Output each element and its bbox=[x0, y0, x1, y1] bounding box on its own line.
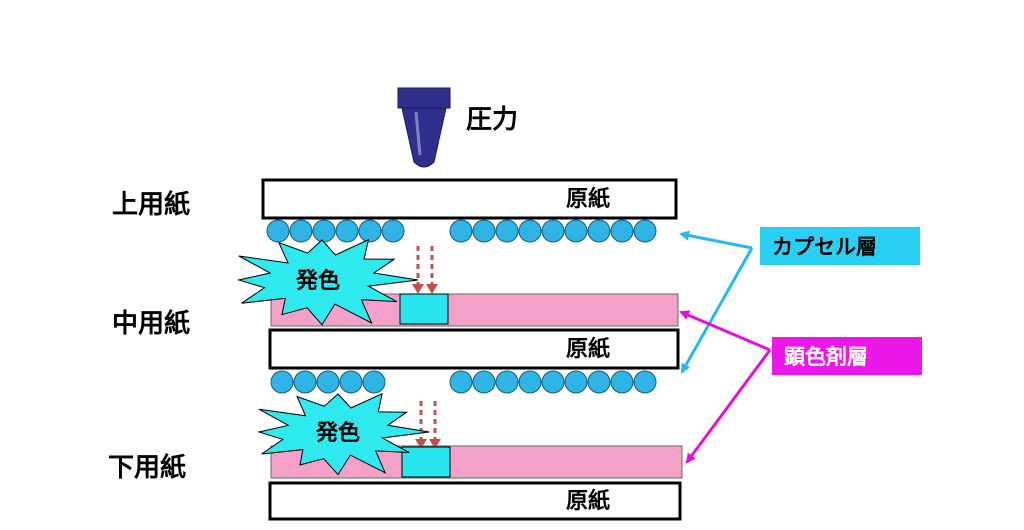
pen-icon bbox=[397, 87, 451, 168]
capsule bbox=[381, 219, 405, 243]
capsule bbox=[449, 370, 473, 394]
capsule bbox=[316, 370, 340, 394]
top-base-paper: 原紙 bbox=[261, 178, 678, 220]
capsule-pointer-arrows bbox=[679, 230, 754, 374]
developer-layer-legend: 顕色剤層 bbox=[772, 337, 922, 375]
capsule bbox=[472, 219, 496, 243]
svg-text:原紙: 原紙 bbox=[566, 488, 610, 514]
capsule-layer-middle bbox=[270, 370, 657, 394]
color-spot-middle bbox=[399, 293, 449, 325]
capsule bbox=[362, 370, 386, 394]
capsule bbox=[339, 370, 363, 394]
capsule bbox=[587, 219, 611, 243]
middle-sheet-label: 中用紙 bbox=[112, 308, 190, 339]
svg-text:原紙: 原紙 bbox=[566, 186, 610, 212]
top-sheet-label: 上用紙 bbox=[112, 189, 190, 220]
developer-layer-middle bbox=[270, 293, 679, 327]
svg-text:原紙: 原紙 bbox=[566, 336, 610, 362]
capsule-layer-top bbox=[266, 219, 657, 243]
svg-text:発色: 発色 bbox=[315, 420, 360, 446]
capsule bbox=[564, 219, 588, 243]
svg-text:カプセル層: カプセル層 bbox=[772, 235, 877, 259]
capsule bbox=[587, 370, 611, 394]
capsule bbox=[495, 219, 519, 243]
bottom-sheet-label: 下用紙 bbox=[108, 452, 186, 483]
capsule bbox=[633, 219, 657, 243]
capsule bbox=[610, 219, 634, 243]
developer-pointer-arrows bbox=[679, 310, 772, 464]
capsule bbox=[472, 370, 496, 394]
capsule bbox=[610, 370, 634, 394]
capsule bbox=[358, 219, 382, 243]
svg-text:発色: 発色 bbox=[295, 268, 340, 294]
capsule bbox=[289, 219, 313, 243]
capsule bbox=[541, 370, 565, 394]
pressure-arrows-lower bbox=[415, 401, 441, 449]
pressure-label: 圧力 bbox=[466, 105, 518, 135]
capsule bbox=[518, 219, 542, 243]
capsule bbox=[335, 219, 359, 243]
color-spot-bottom bbox=[401, 446, 451, 478]
svg-text:顕色剤層: 顕色剤層 bbox=[784, 345, 868, 369]
color-burst-upper: 発色 bbox=[236, 238, 419, 326]
capsule bbox=[564, 370, 588, 394]
capsule-layer-legend: カプセル層 bbox=[760, 227, 920, 265]
bottom-base-paper: 原紙 bbox=[268, 481, 682, 521]
capsule bbox=[270, 370, 294, 394]
color-burst-lower: 発色 bbox=[257, 392, 430, 476]
middle-base-paper: 原紙 bbox=[268, 328, 680, 370]
capsule bbox=[266, 219, 290, 243]
capsule bbox=[312, 219, 336, 243]
pressure-arrows-upper bbox=[412, 246, 438, 294]
capsule bbox=[541, 219, 565, 243]
capsule bbox=[449, 219, 473, 243]
capsule bbox=[518, 370, 542, 394]
capsule bbox=[633, 370, 657, 394]
capsule bbox=[293, 370, 317, 394]
capsule bbox=[495, 370, 519, 394]
